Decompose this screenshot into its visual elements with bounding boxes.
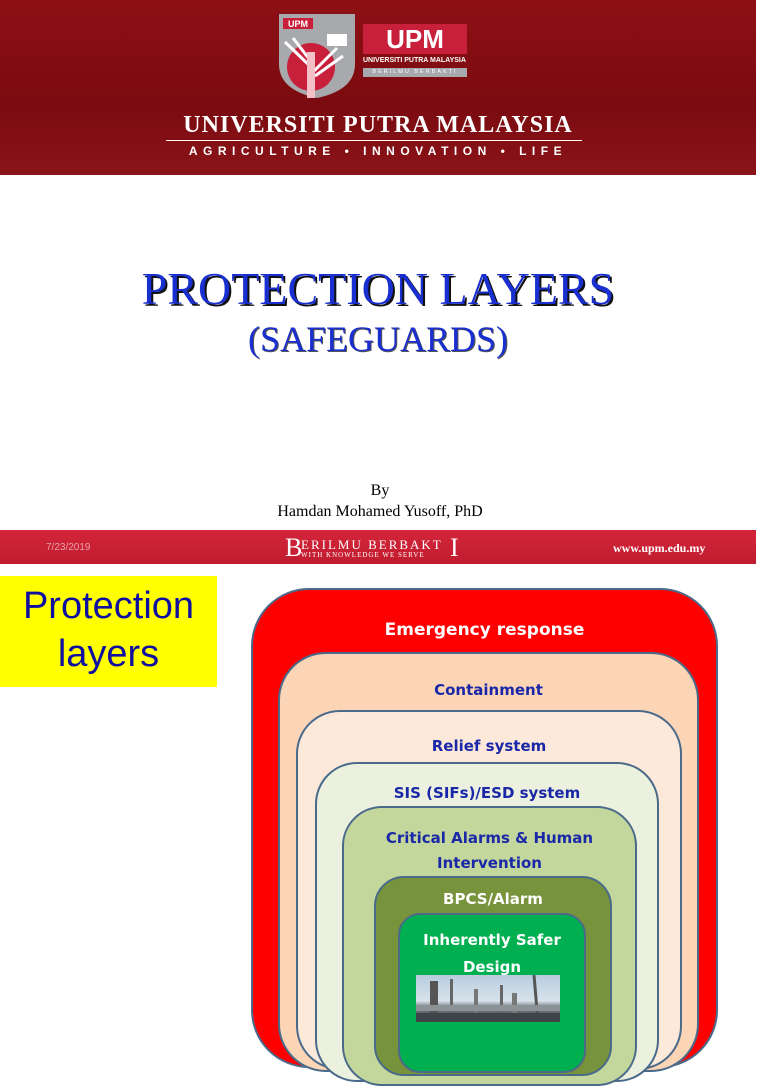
university-name: UNIVERSITI PUTRA MALAYSIA — [183, 112, 573, 138]
chemical-plant-photo — [416, 975, 560, 1022]
layer-label: Containment — [434, 681, 543, 699]
layer-label: Critical Alarms & Human Intervention — [344, 826, 635, 876]
protection-layers-label-box — [0, 576, 217, 687]
motto-line1: ERILMU BERBAKT — [301, 537, 443, 552]
logo-full-name: UNIVERSITI PUTRA MALAYSIA — [363, 57, 466, 64]
slide-subtitle: (SAFEGUARDS) — [247, 319, 509, 359]
crest-text: UPM — [288, 19, 308, 29]
author-name: Hamdan Mohamed Yusoff, PhD — [277, 503, 483, 520]
footer-url: www.upm.edu.my — [613, 541, 706, 555]
wordmark-text: UPM — [363, 24, 467, 54]
upm-crest-logo: UPM — [279, 14, 355, 98]
footer-date: 7/23/2019 — [46, 542, 91, 553]
layer-label: SIS (SIFs)/ESD system — [393, 784, 581, 802]
label-line2: layers — [57, 633, 160, 675]
divider — [166, 140, 582, 141]
layer-label-line1: Inherently Safer — [423, 931, 561, 949]
tagline: AGRICULTURE • INNOVATION • LIFE — [188, 144, 568, 158]
layer-label: Emergency response — [384, 620, 585, 640]
label-line1: Protection — [22, 585, 195, 627]
motto-initial: B — [285, 533, 303, 562]
protection-layers-label: Protection layers — [0, 582, 217, 678]
layer-label-line2: Intervention — [437, 854, 542, 872]
upm-wordmark: UPM — [363, 24, 467, 54]
layer-label: Relief system — [431, 737, 547, 755]
slide-footer — [0, 530, 756, 564]
motto-line2: WITH KNOWLEDGE WE SERVE — [301, 551, 425, 559]
slide-title: PROTECTION LAYERS — [141, 263, 615, 314]
layer-label: Inherently Safer Design — [400, 927, 584, 981]
logo-motto: BERILMU BERBAKTI — [363, 68, 467, 77]
layer-label-line2: Design — [462, 958, 522, 976]
layer-label: BPCS/Alarm — [443, 890, 543, 908]
layer-label-line1: Critical Alarms & Human — [385, 829, 594, 847]
motto-end: I — [450, 533, 459, 562]
by-label: By — [370, 482, 390, 499]
